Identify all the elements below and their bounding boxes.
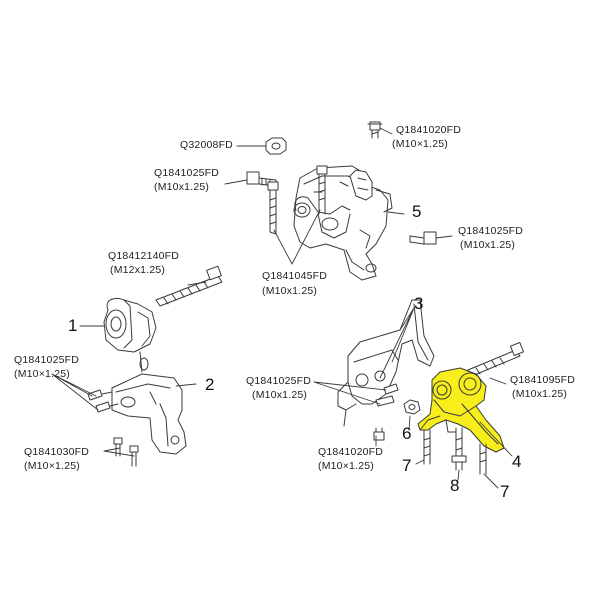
label-q1841025fd-top-spec: (M10x1.25): [154, 181, 210, 193]
bolt-q1841045fd-left: [267, 181, 279, 235]
label-q1841020fd-top-spec: (M10×1.25): [392, 138, 448, 150]
label-q1841025fd-left: Q1841025FD: [14, 354, 80, 366]
bolt-q1841020fd-bottom: [373, 427, 385, 441]
callout-8: 8: [450, 476, 460, 495]
bolt-q1841095fd: [467, 341, 525, 377]
part-4-rear-mount-highlighted: [417, 367, 505, 453]
part-5-upper-mount: [293, 165, 393, 281]
label-q18412140fd: Q18412140FD: [108, 250, 180, 262]
callout-7-right: 7: [500, 482, 510, 501]
label-q1841025fd-right-spec: (M10x1.25): [460, 239, 516, 251]
part-2-lower-bracket: [111, 373, 187, 455]
studs-7-8: [423, 427, 487, 475]
label-q1841020fd-bottom: Q1841020FD: [318, 446, 384, 458]
callout-3: 3: [414, 294, 424, 313]
label-q1841045fd: Q1841045FD: [262, 270, 328, 282]
label-q18412140fd-spec: (M12x1.25): [110, 264, 166, 276]
part-6-nut: [403, 399, 421, 415]
callout-6: 6: [402, 424, 412, 443]
label-q1841025fd-top: Q1841025FD: [154, 167, 220, 179]
label-q1841095fd-spec: (M10x1.25): [512, 388, 568, 400]
label-q1841095fd: Q1841095FD: [510, 374, 576, 386]
callout-7-left: 7: [402, 456, 412, 475]
bolts-q1841030fd: [113, 437, 139, 467]
label-q1841025fd-right: Q1841025FD: [458, 225, 524, 237]
label-q1841025fd-left-spec: (M10×1.25): [14, 368, 70, 380]
label-q1841030fd: Q1841030FD: [24, 446, 90, 458]
label-q1841020fd-bottom-spec: (M10×1.25): [318, 460, 374, 472]
callout-5: 5: [412, 202, 422, 221]
label-q1841030fd-spec: (M10×1.25): [24, 460, 80, 472]
bolt-q1841025fd-right: [409, 231, 437, 245]
label-q1841025fd-mid: Q1841025FD: [246, 375, 312, 387]
nut-q32008fd: [265, 137, 287, 155]
part-1-mount-insulator: [103, 297, 157, 373]
callout-1: 1: [68, 316, 78, 335]
callout-2: 2: [205, 375, 215, 394]
part-3-bracket-frame: [337, 299, 435, 427]
label-q1841025fd-mid-spec: (M10x1.25): [252, 389, 308, 401]
bolt-q1841045fd-right: [316, 165, 328, 215]
label-q32008fd: Q32008FD: [180, 139, 233, 151]
leader-lines: [51, 127, 513, 489]
bolt-q1841020fd-top: [367, 121, 383, 139]
callout-4: 4: [512, 452, 522, 471]
label-q1841020fd-top: Q1841020FD: [396, 124, 462, 136]
bolt-q1841025fd-mid: [375, 383, 399, 407]
bolt-q18412140fd: [155, 265, 223, 307]
label-q1841045fd-spec: (M10x1.25): [262, 285, 318, 297]
